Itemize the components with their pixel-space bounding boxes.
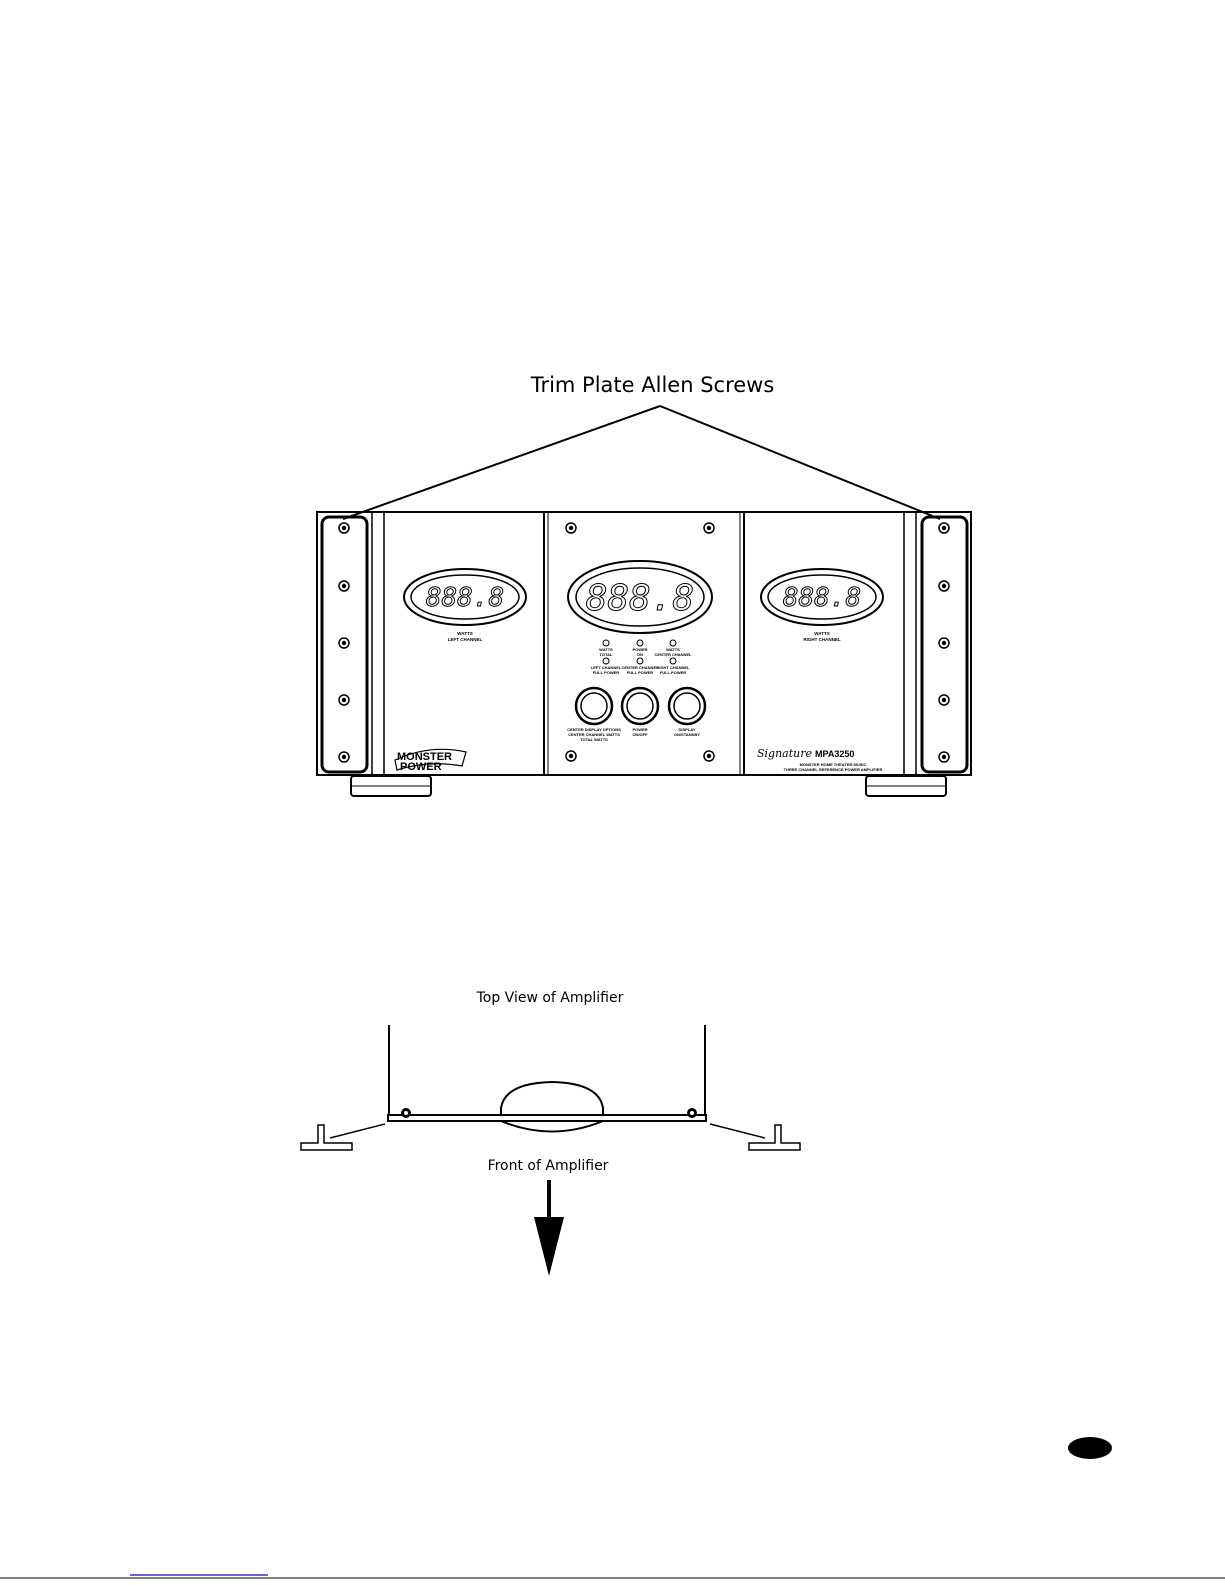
indicator-label-center-full-1: CENTER CHANNEL [621, 665, 659, 670]
button-label-power-1: POWER [632, 727, 647, 732]
logo-word-2: POWER [400, 761, 442, 773]
allen-screw-icon [938, 580, 950, 592]
button-label-power-2: ON/OFF [632, 732, 648, 737]
allen-screw-icon [938, 522, 950, 534]
left-display-readout: 888.8 [426, 583, 504, 613]
page-number-badge-icon [1068, 1437, 1112, 1459]
allen-screw-icon [565, 750, 577, 762]
allen-screw-icon [938, 751, 950, 763]
allen-screw-icon [938, 694, 950, 706]
button-label-display-1: DISPLAY [679, 727, 696, 732]
center-display: 888.8 [567, 560, 713, 634]
button-labels: CENTER DISPLAY OPTIONS CENTER CHANNEL WA… [567, 727, 700, 742]
top-view-center-bulge [500, 1080, 604, 1115]
top-view-title: Top View of Amplifier [476, 990, 624, 1006]
allen-screw-icon [938, 637, 950, 649]
indicator-label-left-full-2: FULL POWER [593, 670, 619, 675]
trim-plate-screws [338, 522, 950, 763]
indicator-label-left-full-1: LEFT CHANNEL [591, 665, 622, 670]
right-display-caption-2: RIGHT CHANNEL [803, 637, 840, 642]
left-display-caption-2: LEFT CHANNEL [448, 637, 483, 642]
right-trim-plate [920, 515, 969, 774]
center-panel [543, 511, 745, 776]
indicator-label-right-full-2: FULL POWER [660, 670, 686, 675]
button-label-display-2: ON/STANDBY [674, 732, 700, 737]
allen-screw-icon [338, 694, 350, 706]
indicator-label-power-on-2: ON [637, 652, 643, 657]
center-panel-screws [565, 522, 715, 762]
left-display: 888.8 [403, 568, 527, 626]
indicator-label-watts-total-1: WATTS [599, 647, 613, 652]
front-of-amplifier-label: Front of Amplifier [487, 1158, 609, 1174]
allen-screw-icon [565, 522, 577, 534]
indicator-label-watts-center-2: CENTER CHANNEL [654, 652, 692, 657]
allen-screw-icon [703, 522, 715, 534]
model-description-1: MONSTER HOME THEATER MUSIC [800, 762, 867, 767]
front-buttons [574, 686, 707, 726]
monster-power-logo: MONSTER POWER [394, 748, 467, 773]
down-arrow-icon [534, 1180, 564, 1276]
top-view-screws [401, 1108, 697, 1118]
top-view-front-lip [500, 1120, 604, 1133]
amplifier-top-view [300, 1025, 801, 1151]
allen-screw-icon [703, 750, 715, 762]
top-view-front-plate [387, 1114, 707, 1122]
left-display-caption-1: WATTS [457, 631, 472, 636]
indicator-label-right-full-1: RIGHT CHANNEL [656, 665, 690, 670]
indicator-label-watts-total-2: TOTAL [600, 652, 614, 657]
model-number: MPA3250 [815, 749, 854, 759]
button-label-display-options-2: CENTER CHANNEL WATTS [568, 732, 620, 737]
amplifier-front-view [316, 511, 972, 797]
callout-lines [342, 405, 941, 520]
allen-screw-icon [338, 522, 350, 534]
logo-word-1: MONSTER [397, 751, 452, 763]
right-display: 888.8 [760, 568, 884, 626]
right-display-caption-1: WATTS [814, 631, 829, 636]
indicator-label-center-full-2: FULL POWER [627, 670, 653, 675]
model-description-2: THREE CHANNEL REFERENCE POWER AMPLIFIER [784, 767, 883, 772]
model-script: Signature [757, 747, 813, 760]
indicator-labels: WATTS TOTAL POWER ON WATTS CENTER CHANNE… [591, 647, 692, 675]
allen-screw-icon [338, 637, 350, 649]
button-label-display-options-1: CENTER DISPLAY OPTIONS [567, 727, 621, 732]
right-display-readout: 888.8 [783, 583, 861, 613]
allen-screw-icon [338, 751, 350, 763]
indicator-label-power-on-1: POWER [632, 647, 647, 652]
indicator-label-watts-center-1: WATTS [666, 647, 680, 652]
callout-title: Trim Plate Allen Screws [530, 373, 775, 397]
button-label-display-options-3: TOTAL WATTS [580, 737, 608, 742]
center-display-readout: 888.8 [586, 578, 694, 619]
left-trim-plate [320, 515, 369, 774]
right-trim-bracket [748, 1124, 801, 1151]
indicator-leds [602, 639, 677, 665]
left-trim-bracket [300, 1124, 353, 1151]
allen-screw-icon [338, 580, 350, 592]
